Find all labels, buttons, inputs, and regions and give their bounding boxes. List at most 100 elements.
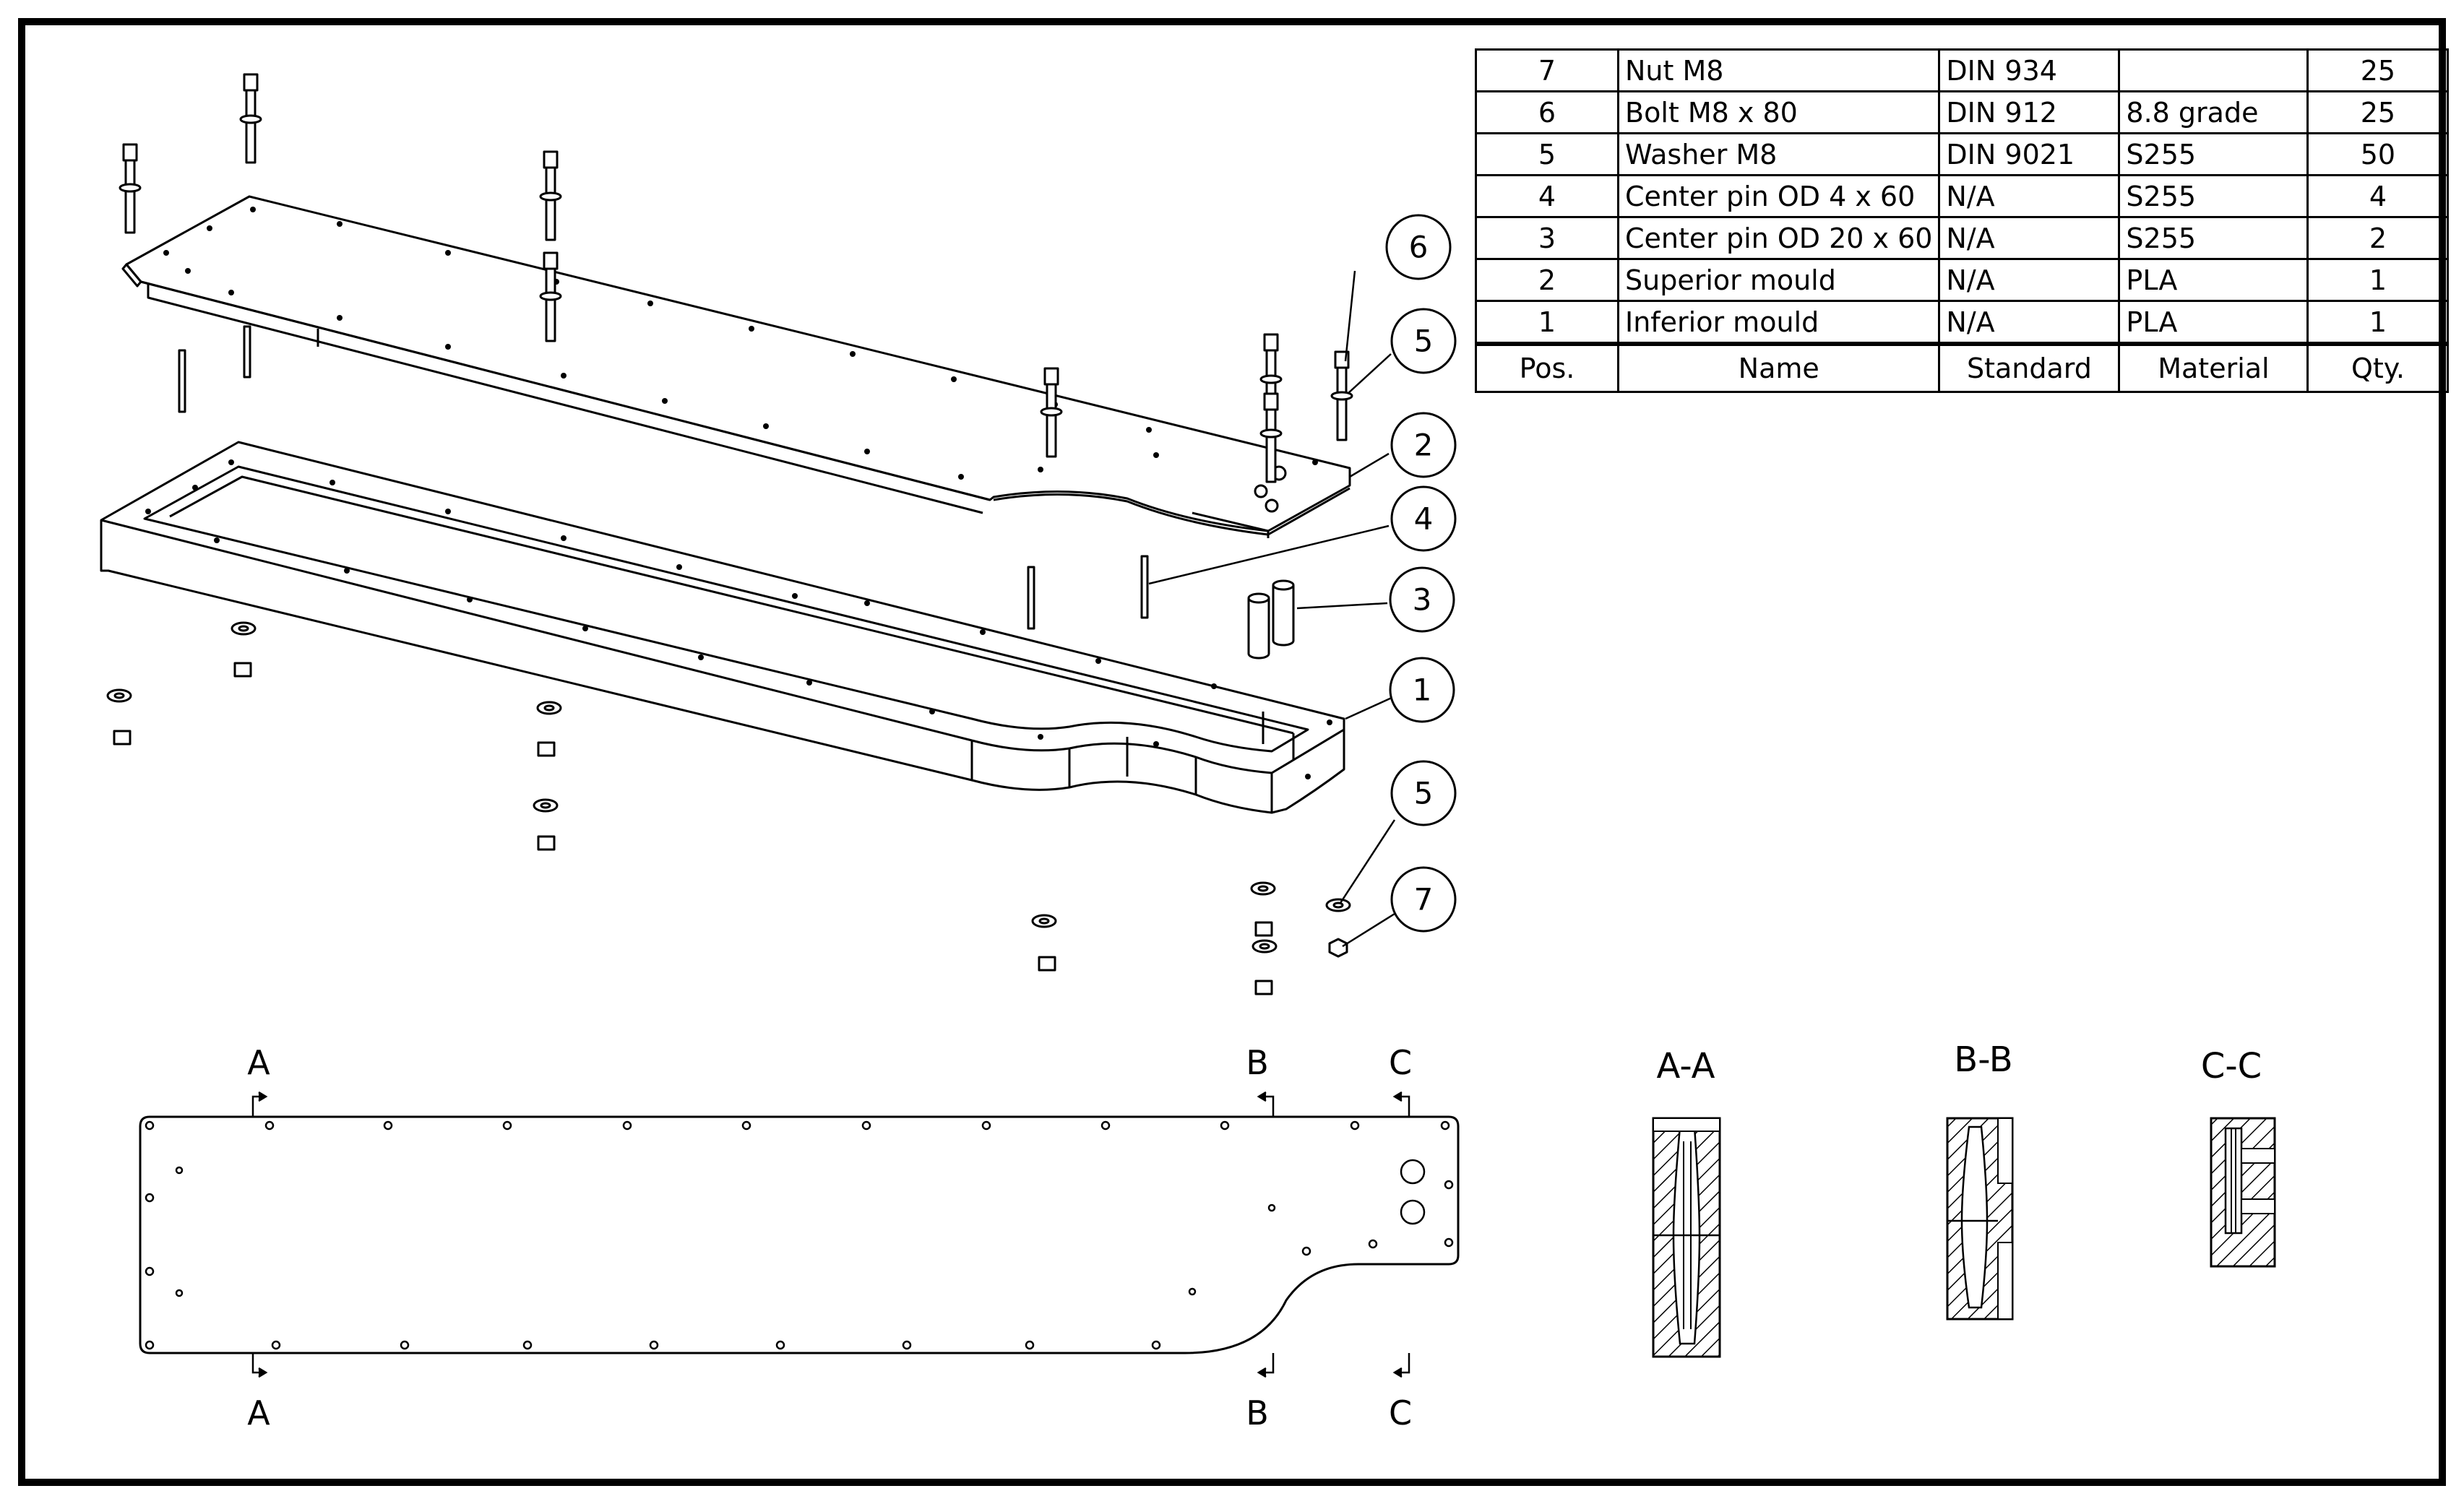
section-mark-c-top: C (1389, 1043, 1412, 1082)
section-mark-b-bottom: B (1246, 1393, 1269, 1432)
bom-cell-qty: 1 (2306, 300, 2450, 345)
bom-cell-material (2118, 48, 2309, 92)
bolt (1330, 350, 1353, 441)
bom-cell-name: Inferior mould (1616, 300, 1941, 345)
section-cuts (251, 1091, 1410, 1378)
top-view (139, 1091, 1460, 1378)
section-labels: A A B B C C (247, 1043, 1412, 1432)
superior-mould (121, 195, 1351, 538)
balloon-7: 7 (1390, 866, 1457, 933)
section-title-bb: B-B (1954, 1040, 2012, 1080)
bom-cell-material: S255 (2118, 174, 2309, 218)
balloon-6: 6 (1385, 214, 1452, 280)
section-view-aa: A-A (1652, 1046, 1721, 1358)
washers-and-nuts (106, 621, 1351, 995)
bom-header-qty: Qty. (2306, 342, 2450, 393)
balloon-5-top: 5 (1390, 308, 1457, 374)
balloon-4: 4 (1390, 485, 1457, 552)
bom-cell-standard: N/A (1938, 216, 2121, 260)
section-title-aa: A-A (1657, 1046, 1715, 1086)
balloons: 6 5 2 4 3 1 5 7 (1385, 214, 1457, 933)
section-view-cc: C-C (2201, 1046, 2276, 1268)
balloon-2-label: 2 (1414, 428, 1434, 463)
bom-cell-pos: 3 (1475, 216, 1619, 260)
bom-cell-qty: 1 (2306, 258, 2450, 302)
bolt (1259, 392, 1283, 483)
bom-cell-pos: 4 (1475, 174, 1619, 218)
bom-header-pos: Pos. (1475, 342, 1619, 393)
bom-header-material: Material (2118, 342, 2309, 393)
section-mark-c-bottom: C (1389, 1393, 1412, 1432)
balloon-6-label: 6 (1409, 230, 1429, 265)
bom-cell-standard: DIN 934 (1938, 48, 2121, 92)
leader-lines (1148, 270, 1396, 948)
center-pins-small (178, 325, 1149, 630)
bom-cell-qty: 50 (2306, 132, 2450, 176)
section-mark-b-top: B (1246, 1043, 1269, 1082)
bom-cell-pos: 2 (1475, 258, 1619, 302)
inferior-mould (100, 441, 1345, 814)
bolt (239, 73, 262, 164)
balloon-4-label: 4 (1414, 501, 1434, 537)
bom-cell-material: S255 (2118, 216, 2309, 260)
top-view-outline (139, 1115, 1460, 1354)
section-mark-a-bottom: A (247, 1393, 270, 1432)
bom-cell-qty: 25 (2306, 90, 2450, 134)
section-title-cc: C-C (2201, 1046, 2262, 1086)
bom-header-standard: Standard (1938, 342, 2121, 393)
balloon-5-top-label: 5 (1414, 324, 1434, 359)
bom-cell-qty: 25 (2306, 48, 2450, 92)
section-view-bb: B-B (1946, 1040, 2014, 1321)
balloon-1: 1 (1389, 657, 1455, 723)
bolt (1040, 367, 1063, 458)
bolt (119, 143, 142, 234)
bom-cell-qty: 2 (2306, 216, 2450, 260)
bom-cell-material: S255 (2118, 132, 2309, 176)
bolts (119, 73, 1353, 483)
bom-cell-name: Washer M8 (1616, 132, 1941, 176)
bolt (539, 251, 562, 342)
bom-cell-standard: DIN 9021 (1938, 132, 2121, 176)
bom-cell-standard: N/A (1938, 300, 2121, 345)
bom-cell-name: Nut M8 (1616, 48, 1941, 92)
bom-cell-pos: 7 (1475, 48, 1619, 92)
balloon-5-bottom-label: 5 (1414, 776, 1434, 811)
bom-cell-standard: N/A (1938, 174, 2121, 218)
balloon-2: 2 (1390, 412, 1457, 478)
exploded-view (100, 73, 1396, 995)
balloon-7-label: 7 (1414, 882, 1434, 917)
balloon-3: 3 (1389, 566, 1455, 633)
balloon-3-label: 3 (1413, 582, 1432, 618)
bom-cell-name: Superior mould (1616, 258, 1941, 302)
sheet-border (18, 18, 2446, 1486)
bom-cell-material: PLA (2118, 300, 2309, 345)
bom-cell-material: PLA (2118, 258, 2309, 302)
superior-mould-holes (163, 207, 1318, 480)
bom-cell-standard: DIN 912 (1938, 90, 2121, 134)
bom-cell-qty: 4 (2306, 174, 2450, 218)
bom-cell-name: Bolt M8 x 80 (1616, 90, 1941, 134)
center-pins-large (1247, 579, 1295, 660)
bom-cell-name: Center pin OD 20 x 60 (1616, 216, 1941, 260)
top-view-holes (145, 1120, 1454, 1350)
bolt (539, 150, 562, 241)
bom-cell-standard: N/A (1938, 258, 2121, 302)
balloon-1-label: 1 (1413, 673, 1432, 708)
section-mark-a-top: A (247, 1043, 270, 1082)
bom-cell-pos: 6 (1475, 90, 1619, 134)
inferior-mould-holes (145, 459, 1332, 779)
bom-cell-name: Center pin OD 4 x 60 (1616, 174, 1941, 218)
balloon-5-bottom: 5 (1390, 760, 1457, 826)
bom-cell-pos: 1 (1475, 300, 1619, 345)
bom-header-name: Name (1616, 342, 1941, 393)
